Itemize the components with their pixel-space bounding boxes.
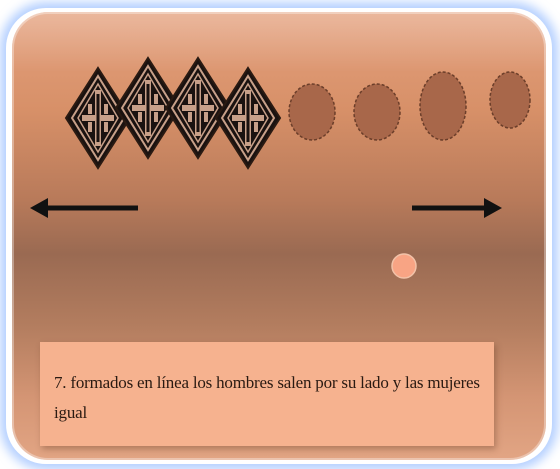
arrow-left-icon [30,198,138,218]
diamond-pattern-icon [66,68,130,168]
circle-icon [354,84,400,140]
men-markers [66,58,280,168]
caption-box: 7. formados en línea los hombres salen p… [40,342,494,446]
women-markers [289,72,530,140]
circle-icon [420,72,466,140]
dot-icon [392,254,416,278]
diamond-pattern-icon [216,68,280,168]
arrow-right-icon [412,198,502,218]
caption-text: 7. formados en línea los hombres salen p… [54,368,482,428]
diamond-pattern-icon [166,58,230,158]
circle-icon [289,84,335,140]
circle-icon [490,72,530,128]
